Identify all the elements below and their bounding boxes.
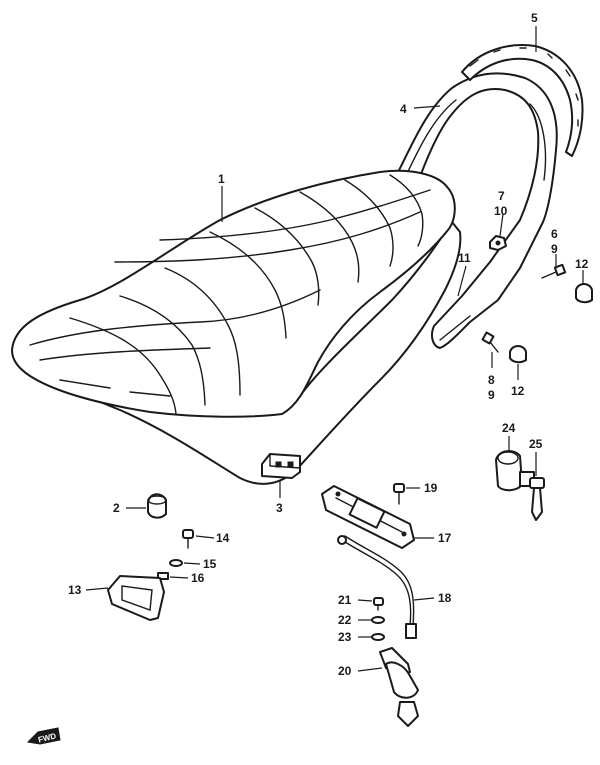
- callout-7: 7: [498, 189, 505, 203]
- rail-trim: [461, 44, 584, 157]
- part-18-cable: [337, 535, 417, 639]
- part-17-latch: [321, 485, 415, 549]
- part-12-cap-a: [575, 283, 593, 304]
- part-7-nut: [489, 235, 507, 251]
- callout-9-a: 9: [551, 242, 558, 256]
- callout-labels: 1 2 3 4 5 6 7 8 9 9 10 11 12 12 13 14 15…: [68, 11, 589, 678]
- part-25-key: [529, 477, 545, 521]
- callout-18: 18: [438, 591, 452, 605]
- part-20-lock: [379, 647, 419, 727]
- part-24-lock: [495, 450, 535, 492]
- callout-12-b: 12: [511, 384, 525, 398]
- callout-1: 1: [218, 172, 225, 186]
- callout-16: 16: [191, 571, 205, 585]
- part-14-bolt: [182, 529, 194, 549]
- callout-23: 23: [338, 630, 352, 644]
- callout-6: 6: [551, 227, 558, 241]
- callout-19: 19: [424, 481, 438, 495]
- part-12-cap-b: [509, 345, 527, 364]
- fwd-label: FWD: [37, 731, 57, 744]
- callout-5: 5: [531, 11, 538, 25]
- callout-12-a: 12: [575, 257, 589, 271]
- callout-13: 13: [68, 583, 82, 597]
- leader-lines: [85, 26, 584, 672]
- callout-17: 17: [438, 531, 452, 545]
- part-2-cushion: [147, 493, 167, 519]
- part-13-hook: [107, 575, 165, 621]
- callout-21: 21: [338, 593, 352, 607]
- callout-25: 25: [529, 437, 543, 451]
- callout-2: 2: [113, 501, 120, 515]
- callout-4: 4: [400, 102, 407, 116]
- part-15-washer: [169, 559, 183, 567]
- part-8-bolt: [481, 331, 499, 353]
- part-6-bolt: [541, 263, 567, 279]
- part-22-washer: [371, 616, 385, 624]
- part-19-bolt: [393, 483, 405, 505]
- seat: [11, 169, 462, 485]
- callout-3: 3: [276, 501, 283, 515]
- part-3-bracket: [261, 453, 301, 479]
- callout-22: 22: [338, 613, 352, 627]
- fwd-arrow-icon: FWD: [26, 727, 61, 745]
- callout-14: 14: [216, 531, 230, 545]
- callout-20: 20: [338, 664, 352, 678]
- callout-10: 10: [494, 204, 508, 218]
- callout-9-b: 9: [488, 388, 495, 402]
- part-16-nut: [157, 572, 169, 580]
- callout-11: 11: [458, 251, 471, 265]
- part-21-screw: [373, 597, 384, 611]
- callout-15: 15: [203, 557, 217, 571]
- part-23-washer: [371, 633, 385, 641]
- callout-24: 24: [502, 421, 516, 435]
- callout-8: 8: [488, 373, 495, 387]
